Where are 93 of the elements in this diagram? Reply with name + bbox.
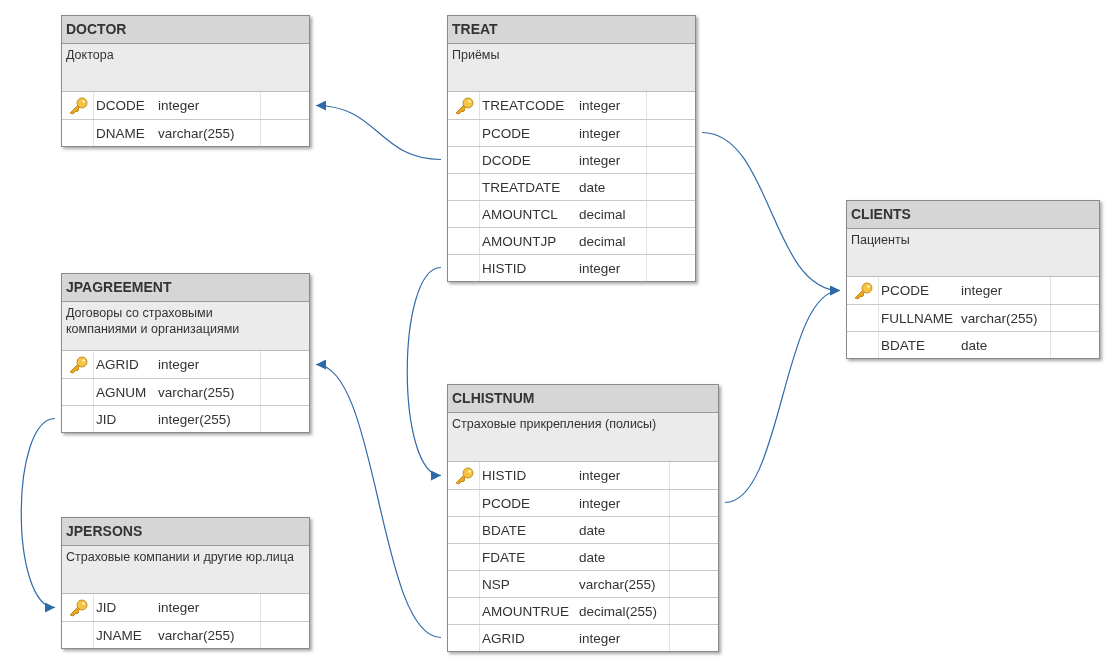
table-row <box>62 92 309 119</box>
table-row <box>448 516 718 543</box>
table-name: CLIENTS <box>847 201 1099 229</box>
table-row <box>62 351 309 378</box>
table-row <box>448 92 695 119</box>
table-row <box>448 146 695 173</box>
relationship-arrow <box>315 363 442 639</box>
field-type: date <box>579 179 607 195</box>
table-name: JPERSONS <box>62 518 309 546</box>
field-type: integer <box>579 98 622 113</box>
field-name: JNAME <box>95 627 143 643</box>
table-row <box>448 200 695 227</box>
field-type: varchar(255) <box>961 310 1039 326</box>
field-name: BDATE <box>880 337 926 353</box>
entity-table <box>61 15 310 147</box>
field-type: decimal <box>579 233 627 249</box>
table-row <box>448 119 695 146</box>
table-row <box>448 543 718 570</box>
table-name: DOCTOR <box>62 16 309 44</box>
table-row <box>448 597 718 624</box>
field-type: integer <box>579 125 622 141</box>
table-row <box>62 119 309 146</box>
field-name: PCODE <box>481 495 531 511</box>
table-name: CLHISTNUM <box>448 385 718 413</box>
field-type: integer <box>961 283 1004 298</box>
field-type: integer <box>579 152 622 168</box>
field-name: AGRID <box>481 630 526 646</box>
field-name: JID <box>95 600 118 615</box>
entity-table <box>61 517 310 649</box>
table-name: JPAGREEMENT <box>62 274 309 302</box>
table-description: Доктора <box>62 44 309 92</box>
field-type: integer <box>579 260 622 276</box>
field-type: integer <box>158 600 201 615</box>
entity-table <box>447 384 719 652</box>
field-type: decimal <box>579 206 627 222</box>
table-description: Приёмы <box>448 44 695 92</box>
field-name: PCODE <box>880 283 930 298</box>
field-name: TREATCODE <box>481 98 566 113</box>
table-row <box>448 570 718 597</box>
field-name: AMOUNTCL <box>481 206 559 222</box>
table-row <box>448 173 695 200</box>
relationship-arrow <box>724 288 841 504</box>
field-name: HISTID <box>481 260 528 276</box>
table-row <box>448 462 718 489</box>
field-type: integer <box>579 630 622 646</box>
field-name: TREATDATE <box>481 179 562 195</box>
table-row <box>448 254 695 281</box>
field-name: AMOUNTRUE <box>481 603 570 619</box>
field-name: DCODE <box>95 98 146 113</box>
field-type: integer(255) <box>158 411 232 427</box>
entity-table <box>447 15 696 282</box>
field-type: varchar(255) <box>158 384 236 400</box>
table-description: Пациенты <box>847 229 1099 277</box>
field-type: varchar(255) <box>158 627 236 643</box>
field-type: decimal(255) <box>579 603 659 619</box>
field-name: JID <box>95 411 118 427</box>
entity-table <box>846 200 1100 359</box>
field-name: BDATE <box>481 522 527 538</box>
table-row <box>847 331 1099 358</box>
entity-table <box>61 273 310 433</box>
field-type: integer <box>158 357 201 372</box>
field-name: DCODE <box>481 152 532 168</box>
relationship-arrow <box>315 101 442 161</box>
field-type: integer <box>158 98 201 113</box>
field-name: AGRID <box>95 357 140 372</box>
table-row <box>62 621 309 648</box>
table-description: Договоры со страховыми компаниями и организациями <box>62 302 309 351</box>
table-name: TREAT <box>448 16 695 44</box>
field-type: integer <box>579 495 622 511</box>
table-description: Страховые компании и другие юр.лица <box>62 546 309 594</box>
field-name: AGNUM <box>95 384 148 400</box>
field-type: varchar(255) <box>158 125 236 141</box>
field-name: DNAME <box>95 125 146 141</box>
table-row <box>448 624 718 651</box>
field-name: FDATE <box>481 549 527 565</box>
field-name: PCODE <box>481 125 531 141</box>
field-type: date <box>579 549 607 565</box>
field-name: HISTID <box>481 468 528 483</box>
field-type: date <box>579 522 607 538</box>
table-row <box>847 304 1099 331</box>
table-description: Страховые прикрепления (полисы) <box>448 413 718 462</box>
table-row <box>62 405 309 432</box>
field-type: date <box>961 337 989 353</box>
field-type: varchar(255) <box>579 576 657 592</box>
field-name: FULLNAME <box>880 310 954 326</box>
table-row <box>448 227 695 254</box>
field-name: AMOUNTJP <box>481 233 558 249</box>
table-row <box>847 277 1099 304</box>
field-type: integer <box>579 468 622 483</box>
field-name: NSP <box>481 576 511 592</box>
table-row <box>62 594 309 621</box>
table-row <box>448 489 718 516</box>
table-row <box>62 378 309 405</box>
